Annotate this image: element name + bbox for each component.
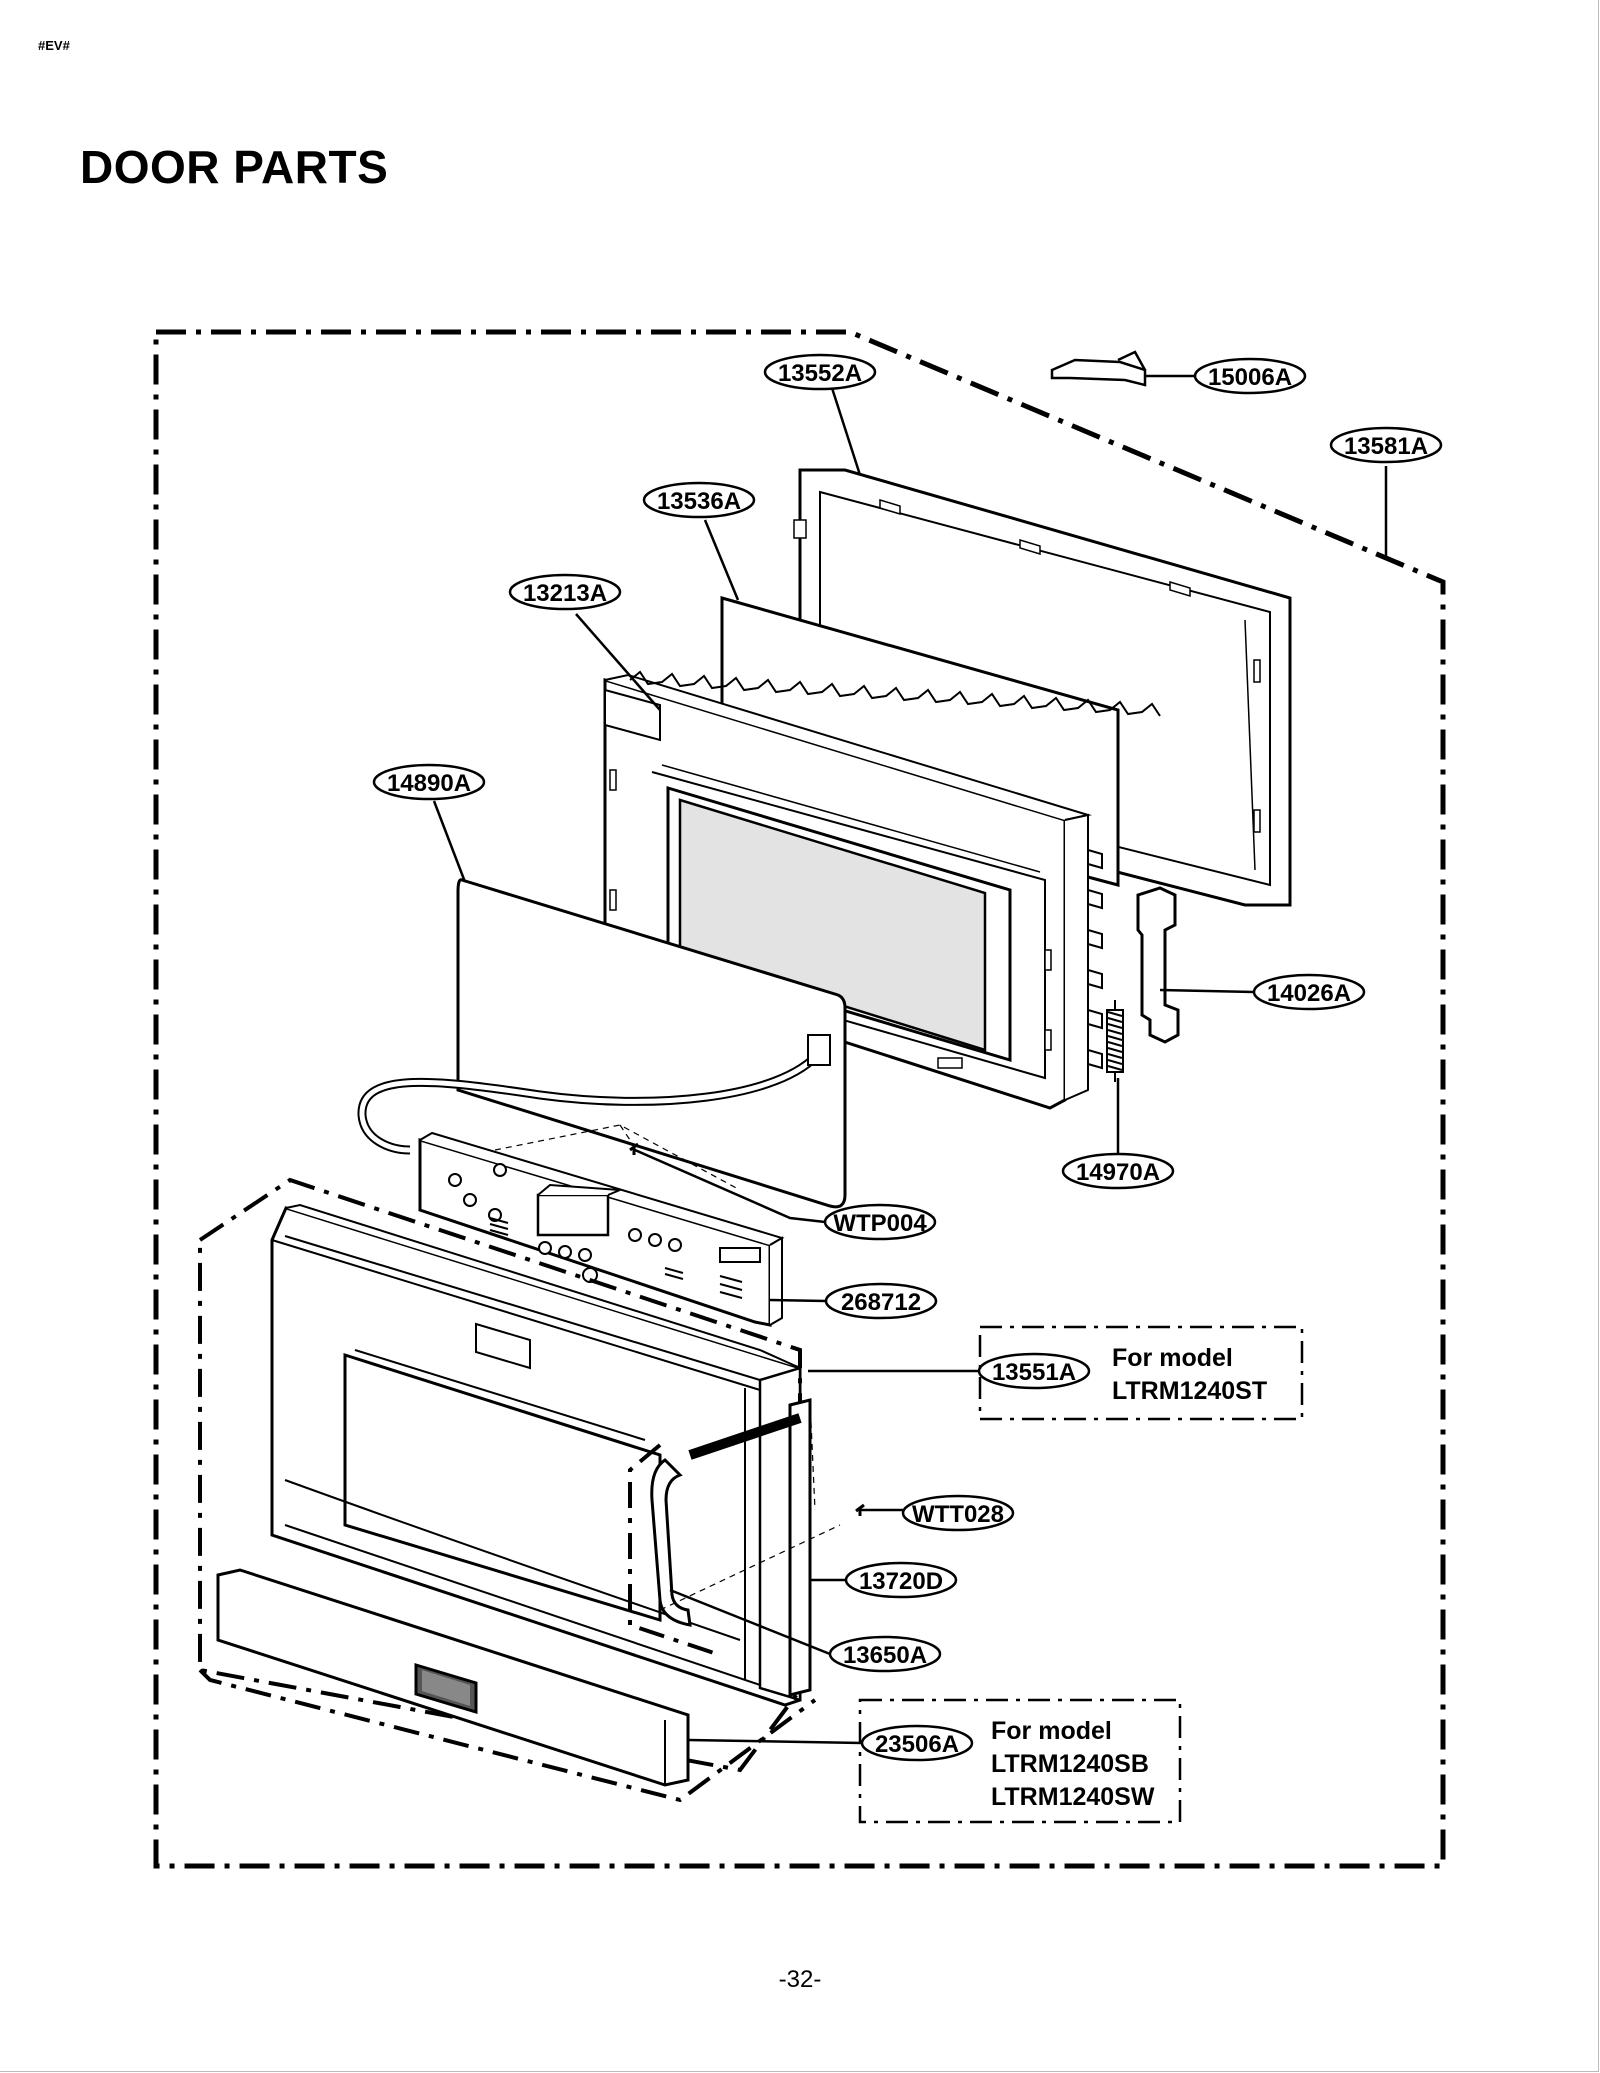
callout-13720D: 13720D bbox=[859, 1568, 943, 1595]
part-13551A-group-outline bbox=[198, 1177, 802, 1773]
part-23506A-group-outline bbox=[198, 1668, 817, 1803]
callout-13552A: 13552A bbox=[778, 360, 862, 387]
part-13650A-handle-group bbox=[628, 1443, 721, 1657]
part-13720D-side-trim bbox=[788, 1398, 812, 1697]
part-15006A-bracket bbox=[1050, 350, 1147, 387]
callout-14970A: 14970A bbox=[1076, 1159, 1160, 1186]
page-marker: #EV# bbox=[38, 38, 70, 53]
note2-line2: LTRM1240SB bbox=[991, 1750, 1149, 1778]
callout-13650A: 13650A bbox=[843, 1642, 927, 1669]
wtt028-guide bbox=[659, 1399, 841, 1611]
page-number: -32- bbox=[778, 1966, 822, 1993]
part-14890A-door-sheet bbox=[456, 878, 847, 1209]
callout-14026A: 14026A bbox=[1267, 980, 1351, 1007]
callout-23506A: 23506A bbox=[875, 1731, 959, 1758]
note1-line1: For model bbox=[1112, 1344, 1233, 1372]
callout-13581A: 13581A bbox=[1344, 433, 1428, 460]
wtp004-guide bbox=[494, 1124, 741, 1191]
wire-harness bbox=[357, 1034, 831, 1155]
assembly-boundary bbox=[153, 329, 1446, 1869]
callout-15006A: 15006A bbox=[1208, 364, 1292, 391]
callout-WTT028: WTT028 bbox=[912, 1501, 1004, 1528]
door-top-strip bbox=[688, 1413, 802, 1460]
callout-WTP004: WTP004 bbox=[833, 1210, 927, 1237]
callout-13536A: 13536A bbox=[657, 488, 741, 515]
callout-268712: 268712 bbox=[841, 1289, 921, 1316]
part-268712-control-board bbox=[418, 1131, 785, 1327]
note2-box bbox=[858, 1698, 1182, 1824]
part-14970A-spring bbox=[1106, 1000, 1124, 1082]
leader-lines bbox=[432, 374, 1388, 1745]
callout-13213A: 13213A bbox=[523, 580, 607, 607]
part-14026A-latch bbox=[1136, 886, 1180, 1044]
note1-box bbox=[978, 1325, 1304, 1421]
page-title: DOOR PARTS bbox=[80, 141, 389, 193]
wtp004-screw bbox=[629, 1142, 639, 1155]
part-13650A-handle bbox=[650, 1458, 692, 1627]
note1-line2: LTRM1240ST bbox=[1112, 1377, 1267, 1405]
callouts bbox=[372, 353, 1443, 1762]
note2-line3: LTRM1240SW bbox=[991, 1783, 1155, 1811]
callout-13551A: 13551A bbox=[992, 1359, 1076, 1386]
callout-labels: 13552A 15006A 13581A 13536A 13213A 14890… bbox=[387, 360, 1428, 1758]
callout-14890A: 14890A bbox=[387, 770, 471, 797]
note2-line1: For model bbox=[991, 1717, 1112, 1745]
part-23506A-lower-trim bbox=[216, 1568, 690, 1787]
